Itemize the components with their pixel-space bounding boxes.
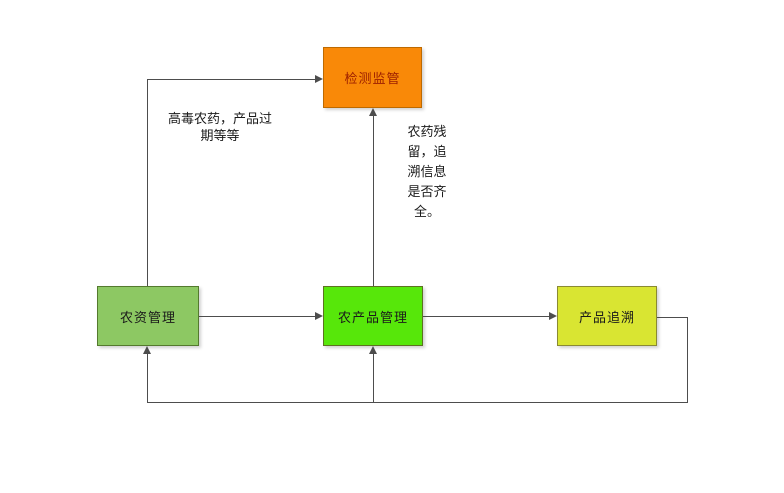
arrowhead-into-trace-left bbox=[549, 312, 557, 320]
connector-materials-to-products bbox=[199, 316, 315, 317]
node-product-traceability: 产品追溯 bbox=[557, 286, 657, 346]
connector-trace-exit-right bbox=[657, 317, 688, 318]
arrowhead-into-detection-left bbox=[315, 75, 323, 83]
connector-feedback-bottom-rail bbox=[147, 402, 688, 403]
node-label: 检测监管 bbox=[344, 71, 401, 86]
arrowhead-into-products-left bbox=[315, 312, 323, 320]
arrowhead-into-detection-bottom bbox=[369, 108, 377, 116]
connector-products-to-detection bbox=[373, 115, 374, 286]
node-label: 产品追溯 bbox=[578, 309, 635, 325]
connector-materials-to-detection-horizontal bbox=[147, 79, 315, 80]
node-agri-materials-management: 农资管理 bbox=[97, 286, 199, 346]
node-agri-products-management: 农产品管理 bbox=[323, 286, 423, 346]
annotation-toxic-pesticides: 高毒农药，产品过 期等等 bbox=[167, 111, 272, 143]
connector-feedback-to-materials bbox=[147, 353, 148, 402]
connector-feedback-to-products bbox=[373, 353, 374, 402]
connector-feedback-down bbox=[687, 317, 688, 403]
arrowhead-into-materials-bottom bbox=[143, 346, 151, 354]
node-label: 农产品管理 bbox=[337, 309, 408, 325]
arrowhead-into-products-bottom bbox=[369, 346, 377, 354]
node-detection-supervision: 检测监管 bbox=[323, 47, 422, 108]
connector-products-to-trace bbox=[423, 316, 549, 317]
connector-materials-to-detection-vertical bbox=[147, 79, 148, 286]
annotation-residue-traceability: 农药残 留，追 溯信息 是否齐 全。 bbox=[407, 124, 447, 219]
node-label: 农资管理 bbox=[119, 309, 176, 325]
